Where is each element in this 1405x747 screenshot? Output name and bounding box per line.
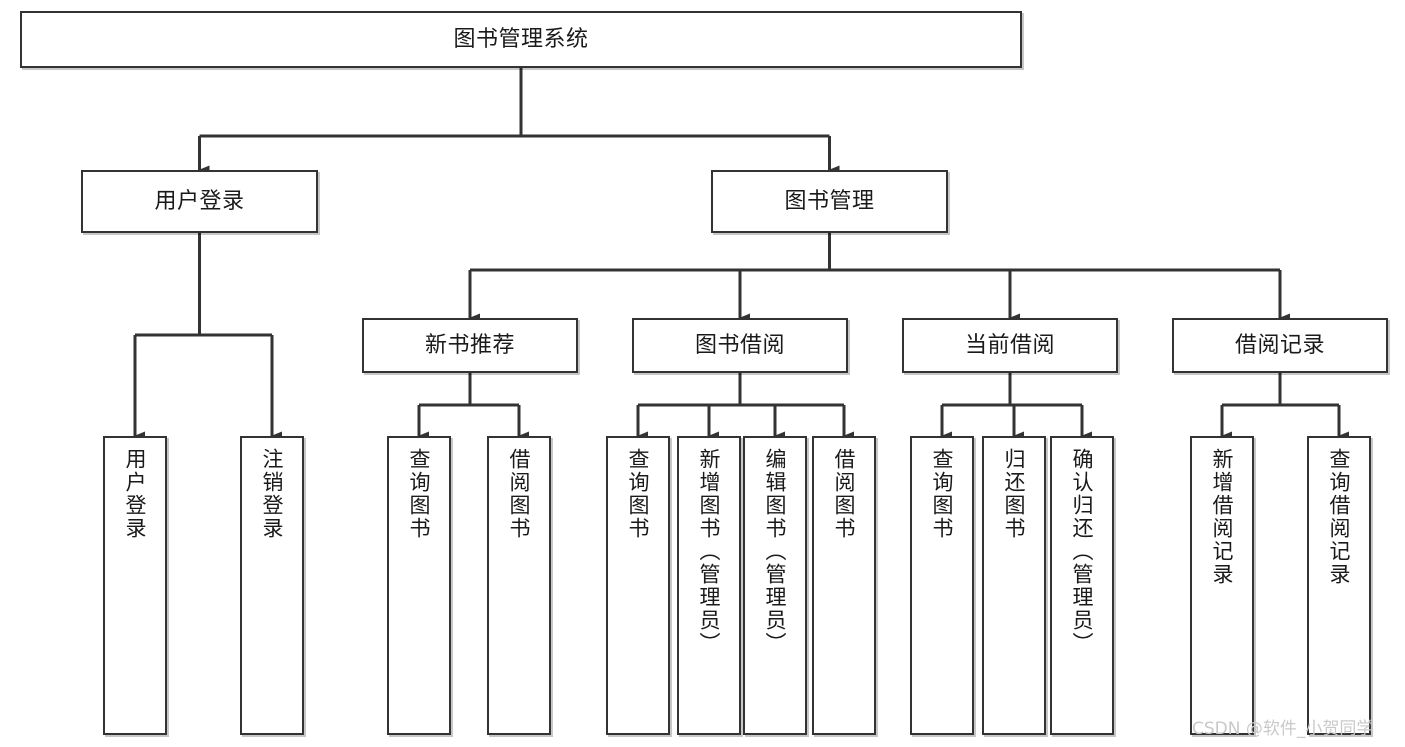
node-label-borrow-record: 借阅记录 xyxy=(1234,332,1325,358)
connector-lines xyxy=(133,68,1349,441)
node-root[interactable]: 图书管理系统 xyxy=(20,11,1022,68)
node-label-leaf-rec-borrow: 借阅图书 xyxy=(507,448,532,540)
node-leaf-br-add[interactable]: 新增借阅记录 xyxy=(1190,436,1254,735)
node-label-leaf-bb-add: 新增图书（管理员） xyxy=(697,448,722,655)
node-leaf-logout[interactable]: 注销登录 xyxy=(240,436,304,735)
node-leaf-rec-query[interactable]: 查询图书 xyxy=(387,436,451,735)
node-leaf-br-query[interactable]: 查询借阅记录 xyxy=(1307,436,1371,735)
node-label-new-book-rec: 新书推荐 xyxy=(424,332,515,358)
node-new-book-rec[interactable]: 新书推荐 xyxy=(362,318,578,373)
node-label-root: 图书管理系统 xyxy=(453,26,589,52)
node-label-leaf-bb-edit: 编辑图书（管理员） xyxy=(763,448,788,655)
node-leaf-login[interactable]: 用户登录 xyxy=(103,436,167,735)
node-book-manage[interactable]: 图书管理 xyxy=(711,170,948,233)
node-leaf-cb-confirm[interactable]: 确认归还（管理员） xyxy=(1050,436,1114,735)
node-book-borrow[interactable]: 图书借阅 xyxy=(632,318,848,373)
node-leaf-bb-query[interactable]: 查询图书 xyxy=(606,436,670,735)
node-label-user-login: 用户登录 xyxy=(154,188,245,214)
node-leaf-bb-borrow[interactable]: 借阅图书 xyxy=(812,436,876,735)
node-leaf-rec-borrow[interactable]: 借阅图书 xyxy=(487,436,551,735)
node-user-login[interactable]: 用户登录 xyxy=(81,170,318,233)
node-leaf-cb-query[interactable]: 查询图书 xyxy=(910,436,974,735)
node-leaf-cb-return[interactable]: 归还图书 xyxy=(982,436,1046,735)
node-label-leaf-login: 用户登录 xyxy=(123,448,148,540)
node-label-leaf-cb-return: 归还图书 xyxy=(1002,448,1027,540)
node-label-leaf-bb-query: 查询图书 xyxy=(626,448,651,540)
node-label-current-borrow: 当前借阅 xyxy=(964,332,1055,358)
node-label-book-borrow: 图书借阅 xyxy=(694,332,785,358)
node-label-leaf-cb-confirm: 确认归还（管理员） xyxy=(1070,448,1095,655)
node-label-leaf-cb-query: 查询图书 xyxy=(930,448,955,540)
node-label-leaf-br-query: 查询借阅记录 xyxy=(1327,448,1352,586)
node-leaf-bb-add[interactable]: 新增图书（管理员） xyxy=(677,436,741,735)
node-label-leaf-rec-query: 查询图书 xyxy=(407,448,432,540)
node-label-leaf-br-add: 新增借阅记录 xyxy=(1210,448,1235,586)
node-leaf-bb-edit[interactable]: 编辑图书（管理员） xyxy=(743,436,807,735)
node-label-book-manage: 图书管理 xyxy=(784,188,875,214)
node-label-leaf-bb-borrow: 借阅图书 xyxy=(832,448,857,540)
node-borrow-record[interactable]: 借阅记录 xyxy=(1172,318,1388,373)
node-current-borrow[interactable]: 当前借阅 xyxy=(902,318,1118,373)
node-label-leaf-logout: 注销登录 xyxy=(260,448,285,540)
